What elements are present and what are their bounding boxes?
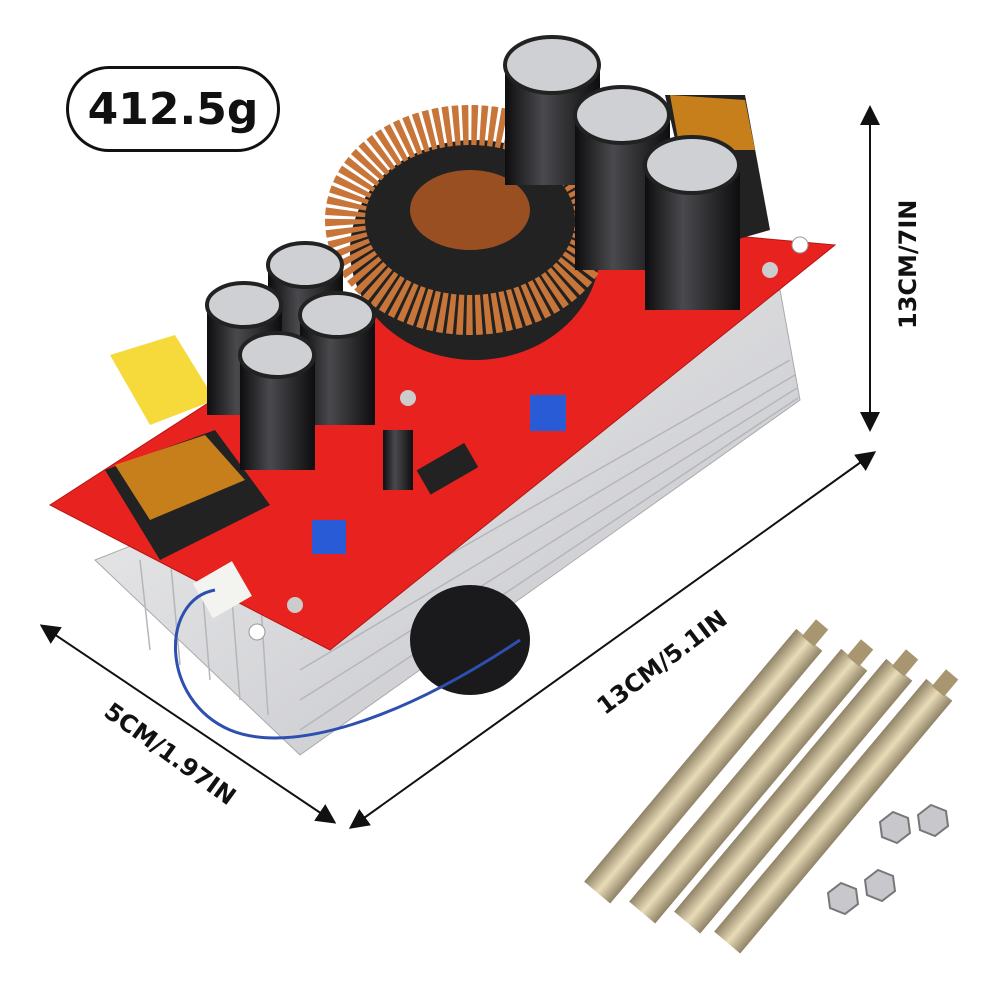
pcb-board <box>49 214 837 651</box>
height-label: 13CM/7IN <box>894 199 922 329</box>
potentiometer <box>530 395 566 431</box>
connector <box>192 561 252 619</box>
standoffs <box>584 619 959 954</box>
ic-chip <box>416 442 479 495</box>
nuts <box>826 803 950 916</box>
weight-badge: 412.5g <box>66 66 280 152</box>
fan-wire <box>174 588 521 740</box>
width-arrow <box>39 624 337 824</box>
potentiometer <box>312 520 346 554</box>
input-terminal <box>105 335 270 560</box>
capacitors <box>205 35 741 490</box>
length-arrow <box>348 451 877 829</box>
fan <box>410 585 530 695</box>
